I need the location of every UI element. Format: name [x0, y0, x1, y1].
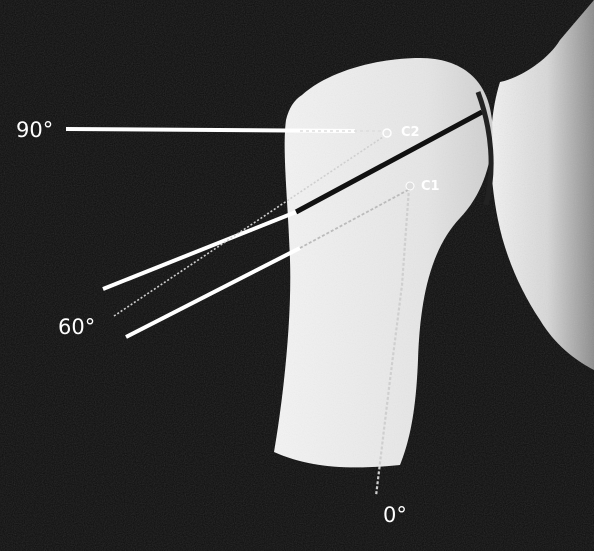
line-90-degrees: [66, 129, 355, 131]
c1-point-marker: [406, 182, 414, 190]
label-90-degrees: 90°: [16, 118, 53, 142]
label-c2: C2: [401, 125, 420, 140]
label-c1: C1: [421, 179, 440, 194]
label-0-degrees: 0°: [383, 503, 407, 527]
label-60-degrees: 60°: [58, 315, 95, 339]
